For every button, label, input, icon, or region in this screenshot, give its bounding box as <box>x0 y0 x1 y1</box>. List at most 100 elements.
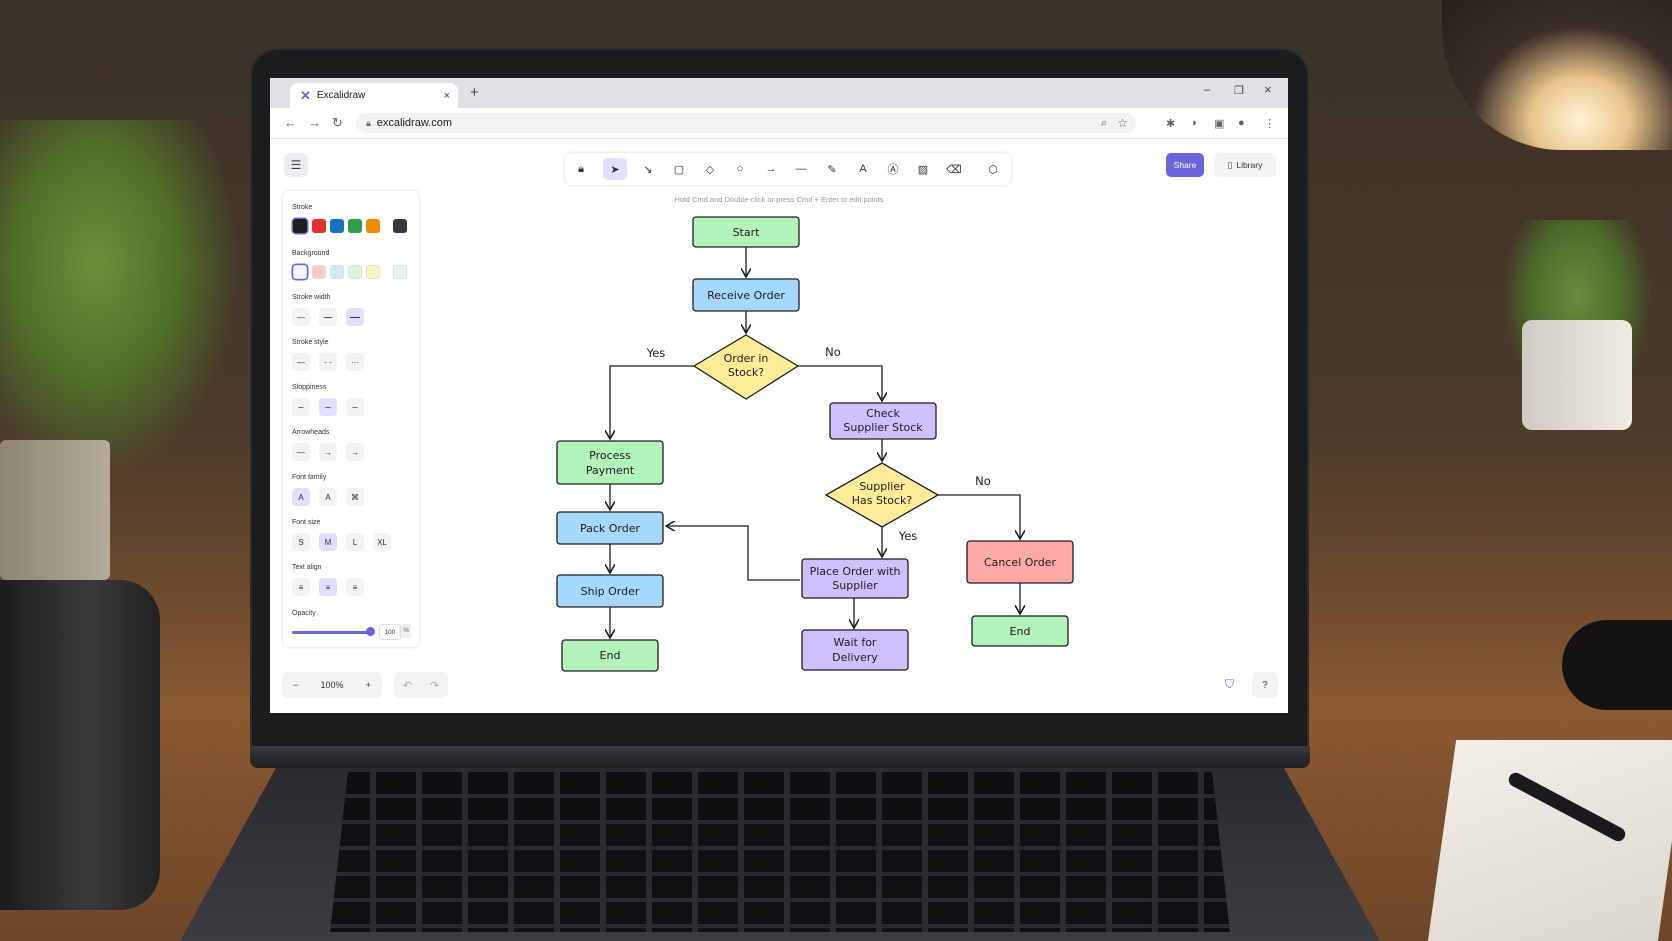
window-minimize-button[interactable]: – <box>1204 84 1211 96</box>
zoom-in-button[interactable]: + <box>365 680 371 690</box>
stroke-color-swatch[interactable] <box>330 219 344 233</box>
check-supplier-node[interactable] <box>829 402 937 440</box>
undo-icon[interactable]: ↶ <box>402 679 413 692</box>
reload-icon[interactable]: ↻ <box>332 115 343 130</box>
sidebar-icon[interactable]: ▣ <box>1214 118 1225 130</box>
align-center-icon[interactable]: ≡ <box>319 578 337 596</box>
eraser-tool-icon[interactable]: ⌫ <box>946 163 962 176</box>
place-order-node[interactable] <box>801 558 909 599</box>
decision1-line2: Stock? <box>728 366 764 379</box>
sloppiness-cartoonist-button[interactable]: ∼ <box>346 398 364 416</box>
shield-icon[interactable]: ⛉ <box>1225 677 1235 691</box>
bookmark-star-icon[interactable]: ☆ <box>1117 116 1128 130</box>
new-tab-button[interactable]: + <box>470 84 479 101</box>
cancel-order-node[interactable] <box>966 540 1074 584</box>
laptop-keyboard-rows <box>330 772 1230 932</box>
background-color-swatch[interactable] <box>348 265 362 279</box>
end-node-2[interactable] <box>971 615 1069 647</box>
font-size-xl-button[interactable]: XL <box>373 533 391 551</box>
forward-arrow-icon[interactable]: → <box>308 115 321 130</box>
text-tool-icon[interactable]: A <box>859 163 867 175</box>
address-bar[interactable]: 🔒︎ excalidraw.com ⌕ ☆ <box>356 113 1136 133</box>
stroke-label: Stroke <box>292 204 313 211</box>
excalidraw-canvas[interactable]: ☰ Stroke Background Stroke width — — — S… <box>270 139 1288 713</box>
opacity-value[interactable]: 100 <box>379 624 401 640</box>
redo-icon[interactable]: ↷ <box>429 679 440 692</box>
font-normal-icon[interactable]: A <box>319 488 337 506</box>
back-arrow-icon[interactable]: ← <box>284 115 297 130</box>
library-button[interactable]: ▯ Library <box>1214 153 1276 177</box>
font-code-icon[interactable]: ⌘ <box>346 488 364 506</box>
flowchart-diagram[interactable]: Start Receive Order Order in Stock? Yes … <box>270 139 1288 713</box>
font-size-medium-button[interactable]: M <box>319 533 337 551</box>
stroke-color-swatch[interactable] <box>366 219 380 233</box>
ellipse-tool-icon[interactable]: ○ <box>736 163 744 175</box>
arrowhead-none-button[interactable]: — <box>292 443 310 461</box>
window-close-button[interactable]: × <box>1264 82 1272 97</box>
sloppiness-artist-button[interactable]: ∼ <box>319 398 337 416</box>
image-tool-icon[interactable]: ▨ <box>917 163 929 176</box>
window-restore-button[interactable]: ❐ <box>1234 85 1244 97</box>
background-color-swatch[interactable] <box>330 265 344 279</box>
wait-delivery-line1: Wait for <box>834 636 877 649</box>
align-right-icon[interactable]: ≡ <box>346 578 364 596</box>
background-color-swatch[interactable] <box>366 265 380 279</box>
hand-tool-icon[interactable]: ↘ <box>643 163 653 176</box>
stroke-style-solid-button[interactable]: — <box>292 353 310 371</box>
browser-tab[interactable]: ✕ Excalidraw × <box>290 83 458 108</box>
browser-tab-bar: ✕ Excalidraw × + – ❐ × <box>270 78 1288 108</box>
opacity-slider-handle[interactable] <box>366 627 375 636</box>
pencil-tool-icon[interactable]: ✎ <box>827 163 837 176</box>
end-node[interactable] <box>561 639 659 672</box>
wait-delivery-node[interactable] <box>801 629 909 671</box>
stroke-width-bold-button[interactable]: — <box>319 308 337 326</box>
stroke-width-extra-bold-button[interactable]: — <box>346 308 364 326</box>
pack-order-node[interactable] <box>556 511 664 545</box>
opacity-slider-track[interactable] <box>292 631 370 634</box>
background-lamp <box>1442 0 1672 150</box>
extra-tools-icon[interactable]: ⬡ <box>988 163 998 176</box>
browser-menu-icon[interactable]: ⋮ <box>1264 118 1275 130</box>
font-size-large-button[interactable]: L <box>346 533 364 551</box>
background-color-swatch[interactable] <box>312 265 326 279</box>
order-in-stock-decision[interactable] <box>692 334 800 400</box>
background-color-swatch[interactable] <box>293 265 307 279</box>
zoom-icon[interactable]: ⌕ <box>1101 116 1108 129</box>
stroke-color-swatch[interactable] <box>312 219 326 233</box>
lock-tool-icon[interactable]: 🔒︎ <box>578 162 584 175</box>
stroke-style-dotted-button[interactable]: ··· <box>346 353 364 371</box>
start-node[interactable] <box>692 216 800 248</box>
hamburger-menu-icon[interactable]: ☰ <box>284 153 308 177</box>
stroke-width-thin-button[interactable]: — <box>292 308 310 326</box>
line-tool-icon[interactable]: — <box>795 163 807 175</box>
extension-icon[interactable]: ◑ <box>1190 117 1197 129</box>
stroke-color-swatch[interactable] <box>293 219 307 233</box>
receive-order-node[interactable] <box>692 278 800 312</box>
font-size-small-button[interactable]: S <box>292 533 310 551</box>
share-button[interactable]: Share <box>1166 153 1204 177</box>
ship-order-node[interactable] <box>556 574 664 608</box>
image-text-tool-icon[interactable]: Ⓐ <box>887 164 899 176</box>
profile-avatar-icon[interactable]: ● <box>1238 117 1245 129</box>
library-label: Library <box>1236 160 1263 170</box>
diamond-tool-icon[interactable]: ◇ <box>705 163 715 176</box>
zoom-out-button[interactable]: − <box>293 680 299 690</box>
stroke-color-swatch[interactable] <box>393 219 407 233</box>
help-icon[interactable]: ? <box>1252 672 1278 698</box>
arrow-tool-icon[interactable]: → <box>765 163 777 175</box>
process-payment-node[interactable] <box>556 440 664 485</box>
selection-tool-icon[interactable]: ➤ <box>603 158 627 180</box>
arrowhead-arrow-button[interactable]: → <box>346 443 364 461</box>
rectangle-tool-icon[interactable]: ▢ <box>673 163 685 176</box>
stroke-style-dashed-button[interactable]: - - <box>319 353 337 371</box>
extensions-puzzle-icon[interactable]: ✱ <box>1166 118 1176 130</box>
zoom-level[interactable]: 100% <box>320 680 344 690</box>
sloppiness-architect-button[interactable]: ∼ <box>292 398 310 416</box>
stroke-color-swatch[interactable] <box>348 219 362 233</box>
tab-close-icon[interactable]: × <box>443 89 450 102</box>
align-left-icon[interactable]: ≡ <box>292 578 310 596</box>
supplier-has-stock-decision[interactable] <box>824 462 940 528</box>
font-hand-drawn-icon[interactable]: A <box>292 488 310 506</box>
background-color-swatch[interactable] <box>393 265 407 279</box>
arrowhead-end-button[interactable]: → <box>319 443 337 461</box>
